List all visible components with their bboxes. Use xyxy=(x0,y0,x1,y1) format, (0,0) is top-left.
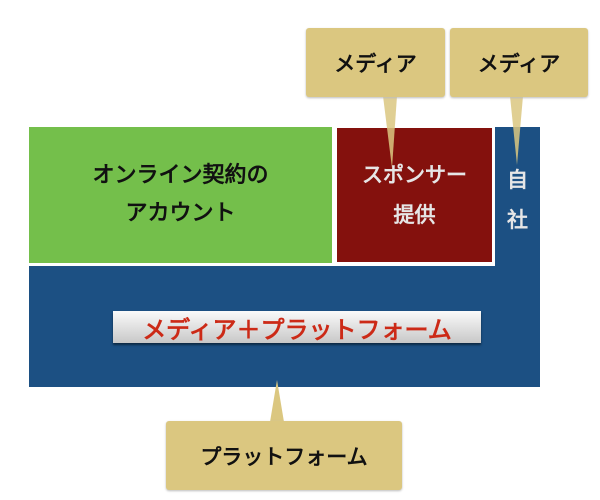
callout-media-2: メディア xyxy=(450,28,588,97)
online-account-block: オンライン契約のアカウント xyxy=(29,127,332,263)
callout-pointer-media-1 xyxy=(383,96,397,168)
sponsor-line1: スポンサー xyxy=(362,163,467,187)
callout-pointer-platform xyxy=(270,380,284,422)
own-company-char1: 自 xyxy=(507,168,528,192)
callout-platform: プラットフォーム xyxy=(166,421,402,490)
callout-media-1: メディア xyxy=(306,28,445,97)
media-platform-label: メディア＋プラットフォーム xyxy=(113,311,481,344)
callout-pointer-media-2 xyxy=(510,96,523,165)
own-company-char2: 社 xyxy=(507,208,528,232)
sponsor-line2: 提供 xyxy=(393,203,436,227)
online-account-line2: アカウント xyxy=(125,201,236,226)
sponsor-block: スポンサー提供 xyxy=(336,127,493,263)
online-account-line1: オンライン契約の xyxy=(92,163,269,188)
own-company-label: 自社 xyxy=(495,160,540,240)
